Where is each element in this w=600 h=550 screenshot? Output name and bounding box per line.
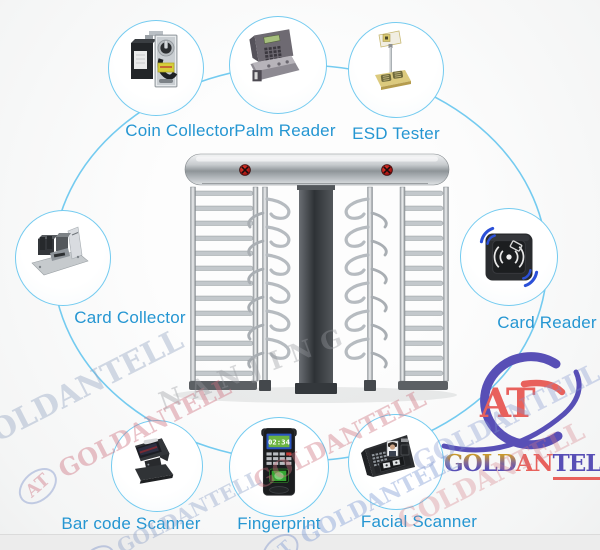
barcode-scanner-label: Bar code Scanner: [61, 514, 201, 533]
turnstile-center-column: [297, 184, 335, 385]
logo-monogram: AT: [479, 380, 536, 427]
esd-tester-label: ESD Tester: [352, 124, 440, 143]
palm-reader-image: [249, 29, 300, 82]
node-facial-scanner: [348, 414, 444, 510]
node-palm-reader: [229, 16, 327, 114]
turnstile-rotor-left: [247, 186, 291, 382]
node-card-collector: [15, 210, 111, 306]
node-barcode-scanner: [111, 420, 203, 512]
facial-scanner-image: [361, 435, 415, 477]
no-entry-indicator-right: [381, 164, 393, 176]
node-coin-collector: [108, 20, 204, 116]
esd-tester-image: [375, 30, 411, 90]
turnstile-cage-right: [399, 186, 449, 382]
full-height-turnstile-image: [173, 153, 457, 403]
card-collector-label: Card Collector: [74, 308, 186, 327]
turnstile-cage-left: [190, 186, 259, 382]
logo-text-tell: TELL: [552, 450, 600, 480]
turnstile-base: [189, 380, 448, 394]
facial-scanner-label: Facial Scanner: [360, 512, 478, 531]
node-card-reader: [460, 208, 558, 306]
turnstile-ground-shadow: [173, 387, 457, 403]
fingerprint-screen-time: 02:34: [268, 438, 291, 447]
card-reader-label: Card Reader: [497, 313, 597, 332]
logo-text-an: AN: [515, 450, 554, 477]
logo-text-gold: GOLD: [444, 450, 517, 477]
coin-collector-label: Coin Collector: [125, 121, 235, 140]
bottom-strip: [0, 534, 600, 550]
turnstile-canopy: [184, 153, 450, 186]
fingerprint-image: 02:34: [261, 428, 297, 496]
node-fingerprint: 02:34: [229, 417, 329, 517]
coin-collector-image: [131, 31, 178, 88]
turnstile-rotor-right: [344, 186, 388, 382]
fingerprint-label: Fingerprint: [237, 514, 321, 533]
node-esd-tester: [348, 22, 444, 118]
logo-swoosh-icon: AT: [441, 352, 582, 453]
card-reader-image: [479, 226, 539, 288]
logo-wordmark: GOLDANTELL: [444, 450, 600, 480]
no-entry-indicator-left: [239, 164, 251, 176]
card-collector-image: [31, 226, 89, 276]
palm-reader-label: Palm Reader: [234, 121, 336, 140]
barcode-scanner-image: [134, 438, 174, 484]
brand-logo: AT GOLDANTELL: [438, 350, 600, 502]
